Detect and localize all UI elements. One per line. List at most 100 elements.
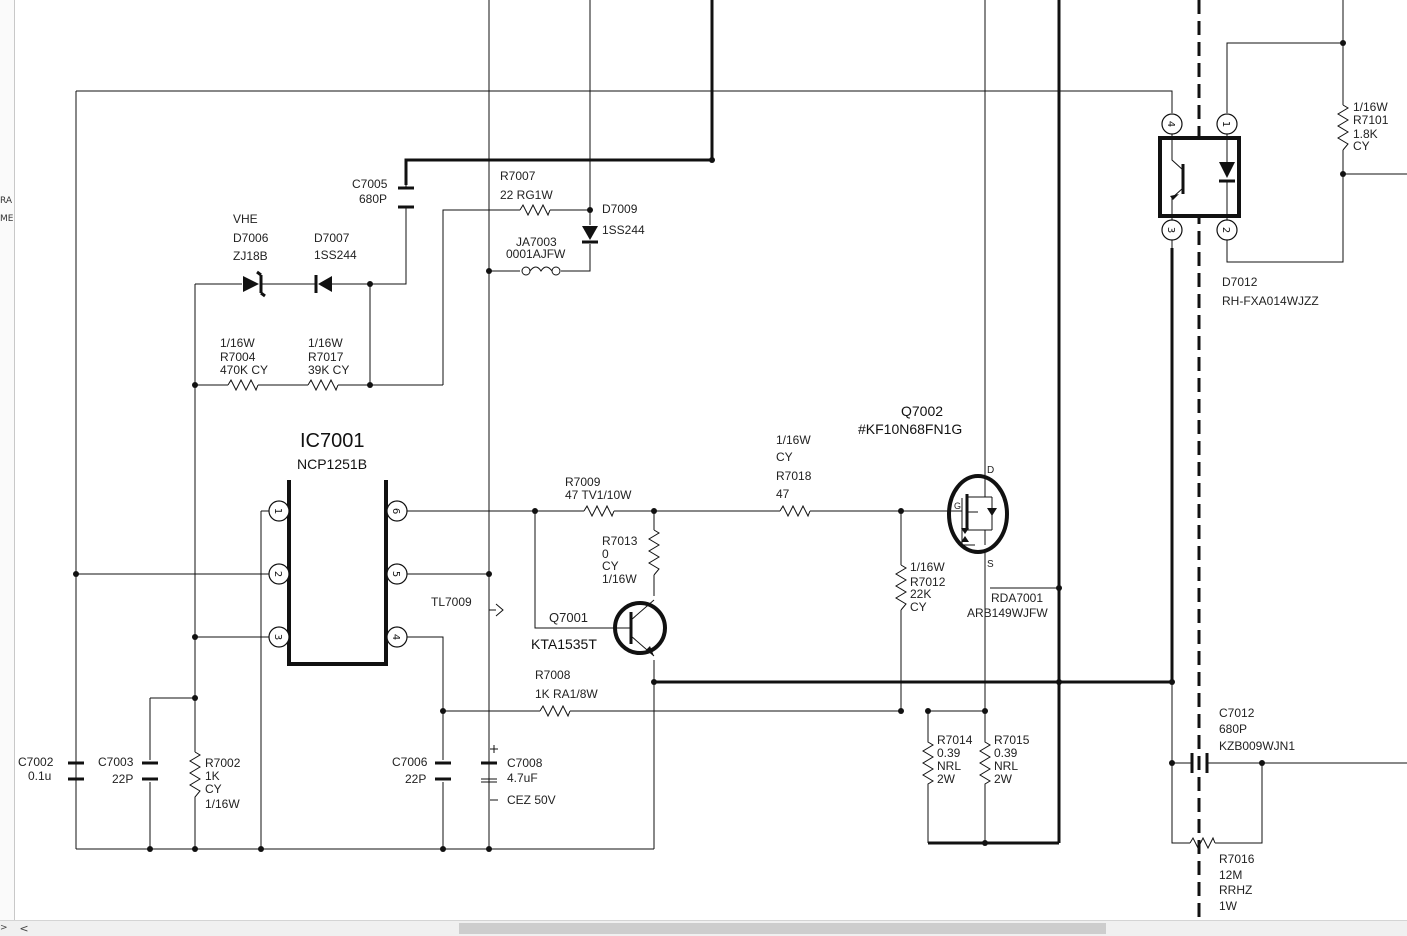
svg-text:ARB149WJFW: ARB149WJFW [967, 606, 1048, 620]
svg-text:1K RA1/8W: 1K RA1/8W [535, 687, 598, 701]
svg-text:1/16W: 1/16W [308, 336, 343, 350]
svg-text:R7016: R7016 [1219, 852, 1255, 866]
gutter-text-mid: ME [0, 214, 14, 224]
svg-text:R7004: R7004 [220, 350, 256, 364]
svg-text:CY: CY [910, 600, 927, 614]
svg-text:R7014: R7014 [937, 733, 973, 747]
r7013-label: R7013 0 CY 1/16W [602, 534, 638, 586]
svg-text:R7012: R7012 [910, 575, 946, 589]
svg-text:R7018: R7018 [776, 469, 812, 483]
svg-text:1SS244: 1SS244 [314, 248, 357, 262]
svg-text:1/16W: 1/16W [1353, 100, 1388, 114]
svg-text:CY: CY [776, 450, 793, 464]
svg-text:KZB009WJN1: KZB009WJN1 [1219, 739, 1295, 753]
r7016-label: R7016 12M RRHZ 1W [1219, 852, 1255, 913]
diode-d7007-symbol [314, 275, 332, 293]
q7001-part: KTA1535T [531, 636, 597, 652]
q7002-source-label: S [987, 559, 994, 570]
resistor-r7016-symbol [1189, 836, 1216, 850]
svg-text:0.39: 0.39 [994, 746, 1018, 760]
optocoupler-d7012-symbol [1158, 113, 1241, 241]
scroll-left-arrow-icon[interactable]: < [19, 922, 29, 935]
svg-text:12M: 12M [1219, 868, 1242, 882]
resistor-r7004-symbol [227, 378, 259, 392]
svg-text:680P: 680P [359, 192, 387, 206]
svg-text:R7101: R7101 [1353, 113, 1389, 127]
svg-text:R7013: R7013 [602, 534, 638, 548]
q7001-ref: Q7001 [549, 610, 588, 625]
r7017-label: 1/16W R7017 39K CY [308, 336, 349, 377]
svg-text:JA7003: JA7003 [516, 235, 557, 249]
svg-text:22P: 22P [112, 772, 133, 786]
capacitor-c7005-symbol [398, 185, 414, 210]
svg-text:R7002: R7002 [205, 756, 241, 770]
svg-text:RRHZ: RRHZ [1219, 883, 1252, 897]
capacitor-c7006-symbol [435, 761, 451, 781]
d7012-part: RH-FXA014WJZZ [1222, 294, 1319, 308]
svg-text:C7008: C7008 [507, 756, 543, 770]
transistor-q7001-symbol [613, 599, 667, 657]
svg-text:R7015: R7015 [994, 733, 1030, 747]
c7006-label: C7006 22P [392, 755, 428, 786]
svg-text:470K CY: 470K CY [220, 363, 268, 377]
c7005-label: C7005 680P [352, 177, 388, 206]
svg-text:1/16W: 1/16W [205, 797, 240, 811]
svg-text:680P: 680P [1219, 722, 1247, 736]
svg-text:C7005: C7005 [352, 177, 388, 191]
resistor-r7015-symbol [979, 730, 991, 790]
scroll-corner-icon[interactable]: > [0, 923, 8, 933]
svg-text:22 RG1W: 22 RG1W [500, 188, 553, 202]
svg-text:1/16W: 1/16W [910, 560, 945, 574]
capacitor-c7012-symbol [1190, 753, 1209, 773]
c7002-label: C7002 0.1u [18, 755, 54, 783]
ic-pin-1: 1 [272, 508, 283, 514]
horizontal-scrollbar[interactable]: > < [0, 920, 1407, 936]
capacitor-c7003-symbol [142, 761, 158, 781]
zener-d7006-symbol [243, 270, 266, 298]
r7009-label: R7009 47 TV1/10W [565, 475, 632, 502]
r7012-label: 1/16W R7012 22K CY [910, 560, 946, 614]
ic-pin-3: 3 [272, 634, 283, 640]
tl7009-label: TL7009 [431, 595, 472, 609]
svg-text:C7006: C7006 [392, 755, 428, 769]
ic-pin-6: 6 [390, 508, 401, 514]
resistor-r7013-symbol [648, 529, 660, 576]
svg-text:R7009: R7009 [565, 475, 601, 489]
r7014-label: R7014 0.39 NRL 2W [937, 733, 973, 786]
ic-pin-4: 4 [390, 634, 401, 640]
ic7001-part: NCP1251B [297, 456, 367, 472]
c7012-label: C7012 680P KZB009WJN1 [1219, 706, 1295, 753]
c7008-label: C7008 4.7uF CEZ 50V [507, 756, 556, 807]
d7009-label: D7009 1SS244 [602, 202, 645, 237]
scrollbar-thumb[interactable] [459, 923, 1106, 934]
q7002-gate-label: G [954, 501, 961, 511]
q7002-drain-label: D [987, 465, 994, 476]
r7004-label: 1/16W R7004 470K CY [220, 336, 268, 377]
d7012-ref: D7012 [1222, 275, 1258, 289]
resistor-r7017-symbol [307, 378, 339, 392]
opto-pin-3: 3 [1165, 227, 1176, 233]
svg-text:0001AJFW: 0001AJFW [506, 247, 566, 261]
resistor-r7008-symbol [539, 704, 571, 718]
svg-text:ZJ18B: ZJ18B [233, 249, 268, 263]
svg-text:1/16W: 1/16W [220, 336, 255, 350]
svg-text:C7002: C7002 [18, 755, 54, 769]
r7007-label: R7007 22 RG1W [500, 169, 553, 202]
ic-pin-5: 5 [390, 571, 401, 577]
gutter-text-top: RA [0, 196, 13, 206]
r7018-label: 1/16W CY R7018 47 [776, 433, 812, 501]
svg-text:39K CY: 39K CY [308, 363, 349, 377]
svg-text:R7017: R7017 [308, 350, 344, 364]
svg-text:D7009: D7009 [602, 202, 638, 216]
rda7001-label: RDA7001 ARB149WJFW [967, 591, 1048, 620]
testpoint-tl7009-symbol [489, 603, 504, 617]
jumper-ja7003-symbol [521, 266, 561, 276]
svg-text:VHE: VHE [233, 212, 258, 226]
resistor-r7018-symbol [779, 504, 811, 518]
resistor-r7007-symbol [519, 203, 551, 217]
opto-pin-4: 4 [1165, 121, 1176, 127]
svg-text:C7003: C7003 [98, 755, 134, 769]
svg-text:0.39: 0.39 [937, 746, 961, 760]
